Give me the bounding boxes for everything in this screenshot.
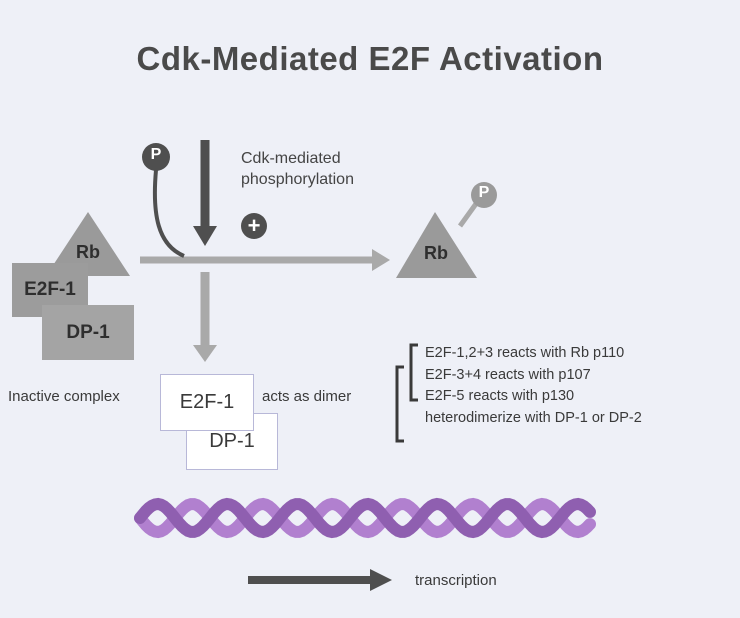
- dna-strand-a: [134, 497, 596, 539]
- note-item: heterodimerize with DP-1 or DP-2: [425, 409, 642, 426]
- transcription-arrow-head: [370, 569, 392, 591]
- phosphate-curve: [152, 169, 185, 258]
- phosphate-label-left: P: [150, 146, 162, 163]
- rb-label-left: Rb: [76, 242, 100, 262]
- phosphate-circle-right: [471, 182, 497, 208]
- phosphorylation-label: Cdk-mediated phosphorylation: [241, 148, 354, 190]
- activation-arrow-head: [372, 249, 390, 271]
- e2f-notes: E2F-1,2+3 reacts with Rb p110 E2F-3+4 re…: [425, 343, 642, 429]
- dna-strand-b: [134, 497, 596, 539]
- page-title: Cdk-Mediated E2F Activation: [136, 40, 604, 77]
- note-item: E2F-3+4 reacts with p107: [425, 366, 591, 383]
- dp1-box-gray: DP-1: [42, 305, 134, 360]
- phosphorylation-label-line2: phosphorylation: [241, 171, 354, 188]
- phosphate-label-right: P: [478, 184, 490, 201]
- dna-helix: [134, 497, 596, 539]
- note-item: E2F-1,2+3 reacts with Rb p110: [425, 345, 625, 361]
- rb-triangle-right: [396, 212, 477, 278]
- plus-circle: [241, 213, 267, 239]
- rb-label-right: Rb: [424, 243, 448, 263]
- dimer-label: acts as dimer: [262, 388, 352, 405]
- plus-label: +: [247, 213, 261, 238]
- e2f1-box-white: E2F-1: [160, 374, 254, 431]
- note-item: E2F-5 reacts with p130: [425, 388, 575, 404]
- inactive-complex-label: Inactive complex: [8, 388, 120, 405]
- release-arrow-head: [193, 345, 217, 362]
- phosphorylation-arrow-head: [193, 226, 217, 246]
- rb-triangle-left: [46, 212, 130, 276]
- phosphate-circle-left: [142, 143, 170, 171]
- bracket-inner: [409, 343, 418, 402]
- transcription-label: transcription: [415, 572, 497, 589]
- phosphate-bond: [457, 199, 481, 228]
- bracket-outer: [395, 365, 404, 443]
- phosphorylation-label-line1: Cdk-mediated: [241, 150, 341, 167]
